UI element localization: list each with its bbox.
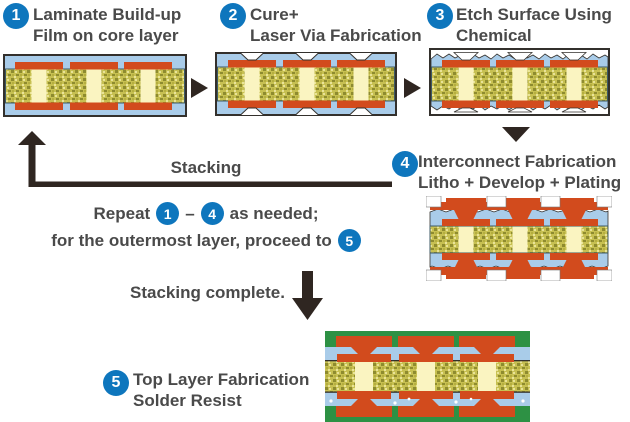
step-4-badge: 4 <box>392 151 418 177</box>
step-3-title: Etch Surface Using Chemical <box>456 4 612 46</box>
repeat-suffix: as needed; <box>229 203 319 223</box>
step-4-title-line1: Interconnect Fabrication <box>418 152 617 171</box>
step-4-title-line2: Litho + Develop + Plating <box>418 173 622 192</box>
step-1-title-line2: Film on core layer <box>33 26 179 45</box>
step-2-title: Cure+ Laser Via Fabrication <box>250 4 422 46</box>
outermost-prefix: for the outermost layer, proceed to <box>51 230 332 250</box>
illustration-step-3-etched <box>429 48 610 116</box>
arrow-right-step1-to-step2-icon <box>191 78 208 98</box>
repeat-to-badge: 4 <box>200 202 224 225</box>
step-5-badge: 5 <box>103 370 129 396</box>
repeat-dash: – <box>185 203 195 223</box>
outermost-step-badge: 5 <box>337 229 361 252</box>
repeat-from-badge: 1 <box>156 202 180 225</box>
arrow-right-step2-to-step3-icon <box>404 78 421 98</box>
illustration-step-4-plated <box>426 196 612 281</box>
illustration-step-2-laser-via <box>215 52 397 116</box>
repeat-prefix: Repeat <box>93 203 151 223</box>
step-5-title-line1: Top Layer Fabrication <box>133 370 310 389</box>
illustration-step-1-laminate <box>3 54 187 117</box>
step-2-title-line1: Cure+ <box>250 5 299 24</box>
stacking-loop-arrow-icon <box>18 131 392 187</box>
step-1-title-line1: Laminate Build-up <box>33 5 182 24</box>
arrow-down-step3-to-step4-icon <box>502 127 530 142</box>
step-3-title-line2: Chemical <box>456 26 532 45</box>
step-1-badge: 1 <box>3 3 29 29</box>
outermost-instruction-line: for the outermost layer, proceed to 5 <box>0 229 412 252</box>
arrow-down-stacking-complete-icon <box>292 271 323 320</box>
step-3-badge: 3 <box>427 3 453 29</box>
step-2-title-line2: Laser Via Fabrication <box>250 26 422 45</box>
step-4-title: Interconnect Fabrication Litho + Develop… <box>418 151 621 193</box>
illustration-step-5-solder-resist <box>325 331 530 422</box>
stacking-label: Stacking <box>170 158 242 177</box>
step-3-title-line1: Etch Surface Using <box>456 5 612 24</box>
step-2-badge: 2 <box>220 3 246 29</box>
step-5-title: Top Layer Fabrication Solder Resist <box>133 369 309 411</box>
stacking-complete-label: Stacking complete. <box>130 283 285 302</box>
repeat-instruction-line: Repeat 1 – 4 as needed; <box>0 202 412 225</box>
step-1-title: Laminate Build-up Film on core layer <box>33 4 181 46</box>
step-5-title-line2: Solder Resist <box>133 391 242 410</box>
